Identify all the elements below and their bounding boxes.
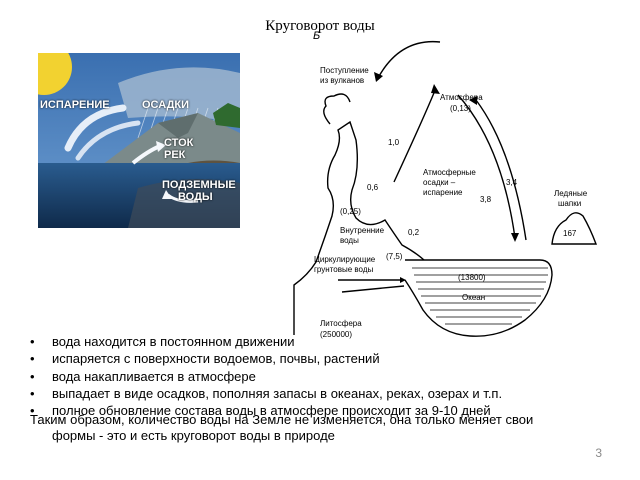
volcanic-input-label-line2: из вулканов — [320, 76, 364, 85]
summary-line-2: формы - это и есть круговорот воды в при… — [52, 428, 335, 443]
slide-title: Круговорот воды — [265, 18, 375, 34]
bullet-item: вода накапливается в атмосфере — [30, 368, 502, 386]
ocean-value: (13800) — [458, 273, 486, 282]
summary-paragraph: Таким образом, количество воды на Земле … — [30, 412, 610, 444]
evaporation-label: ИСПАРЕНИЕ — [40, 99, 110, 111]
groundwater-label-line2: ВОДЫ — [178, 191, 213, 203]
water-cycle-illustration: ИСПАРЕНИЕ ОСАДКИ СТОК РЕК ПОДЗЕМНЫЕ ВОДЫ — [38, 53, 240, 228]
atmospheric-label-line3: испарение — [423, 188, 463, 197]
flow-value-3: 0,2 — [408, 228, 420, 237]
groundwater-diagram-label-line2: грунтовые воды — [314, 265, 373, 274]
groundwater-label-line1: ПОДЗЕМНЫЕ — [162, 179, 236, 191]
groundwater-diagram-label-line1: Циркулирующие — [314, 255, 376, 264]
precipitation-label: ОСАДКИ — [142, 99, 190, 111]
volcanic-input-label-line1: Поступление — [320, 66, 369, 75]
inland-waters-label-line1: Внутренние — [340, 226, 385, 235]
summary-line-1: Таким образом, количество воды на Земле … — [30, 412, 534, 427]
global-water-cycle-diagram: Б Поступление из вулканов Атмосфера (0,1… — [290, 30, 625, 355]
river-runoff-label-line1: СТОК — [164, 137, 194, 149]
groundwater-value: (7,5) — [386, 252, 403, 261]
river-runoff-label-line2: РЕК — [164, 149, 186, 161]
inland-waters-value: (0,25) — [340, 207, 361, 216]
ice-caps-value: 167 — [563, 229, 577, 238]
flow-value-1: 1,0 — [388, 138, 400, 147]
atmosphere-value: (0,13) — [450, 104, 471, 113]
ice-caps-label-line1: Ледяные — [554, 189, 588, 198]
ocean-label: Океан — [462, 293, 485, 302]
atmospheric-label-line1: Атмосферные — [423, 168, 476, 177]
bullet-list: вода находится в постоянном движении исп… — [30, 333, 502, 420]
page-number: 3 — [595, 446, 602, 460]
flow-value-5: 3,4 — [506, 178, 518, 187]
bullet-item: испаряется с поверхности водоемов, почвы… — [30, 350, 502, 368]
bullet-item: полное обновление состава воды в атмосфе… — [30, 402, 502, 420]
atmospheric-label-line2: осадки – — [423, 178, 456, 187]
flow-value-2: 0,6 — [367, 183, 379, 192]
ice-caps-label-line2: шапки — [558, 199, 581, 208]
lithosphere-label: Литосфера — [320, 319, 362, 328]
flow-value-4: 3,8 — [480, 195, 492, 204]
bullet-item: вода находится в постоянном движении — [30, 333, 502, 351]
diagram-header-letter: Б — [313, 30, 320, 42]
bullet-item: выпадает в виде осадков, пополняя запасы… — [30, 385, 502, 403]
atmosphere-label: Атмосфера — [440, 93, 483, 102]
inland-waters-label-line2: воды — [340, 236, 359, 245]
